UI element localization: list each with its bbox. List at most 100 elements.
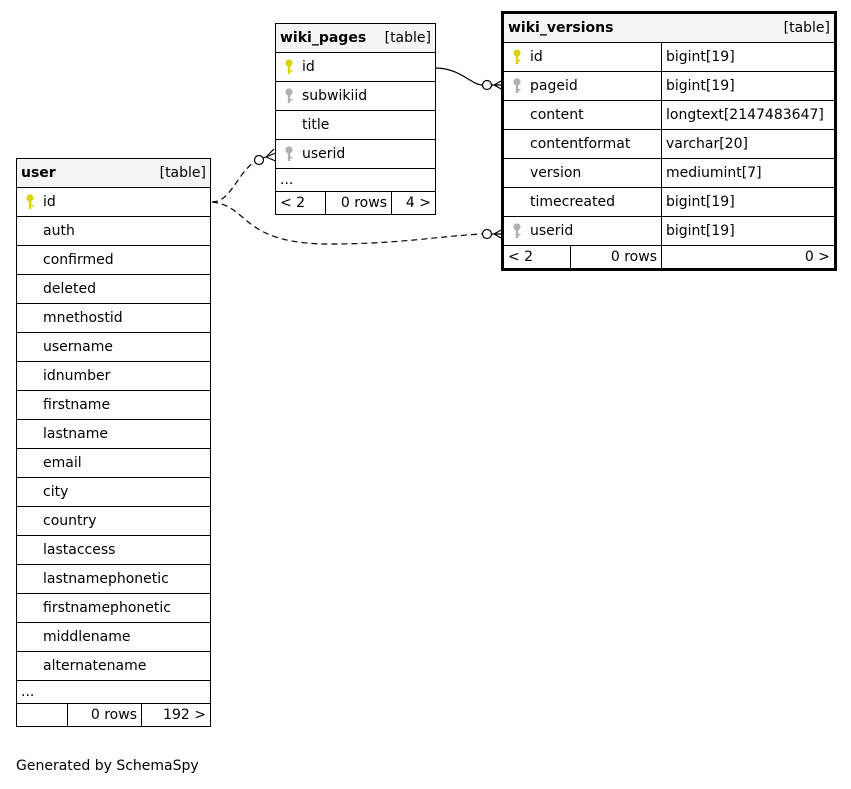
column-row-deleted[interactable]: deleted <box>16 274 211 304</box>
column-cell: content <box>502 100 662 130</box>
column-row-firstname[interactable]: firstname <box>16 390 211 420</box>
column-name: lastaccess <box>43 542 116 558</box>
column-row-auth[interactable]: auth <box>16 216 211 246</box>
column-row-subwikiid[interactable]: subwikiid <box>275 81 436 111</box>
column-name: lastname <box>43 426 108 442</box>
column-name: username <box>43 339 113 355</box>
column-row-username[interactable]: username <box>16 332 211 362</box>
column-name: version <box>530 165 582 181</box>
column-name: contentformat <box>530 136 631 152</box>
relationship-pageid-to-wiki-pages-id <box>434 67 483 86</box>
column-cell: city <box>16 477 211 507</box>
column-datatype: mediumint[7] <box>660 158 837 188</box>
column-cell: userid <box>275 139 436 169</box>
column-row-userid[interactable]: userid bigint[19] <box>502 216 837 246</box>
column-cell: lastaccess <box>16 535 211 565</box>
column-cell: timecreated <box>502 187 662 217</box>
table-header[interactable]: wiki_pages [table] <box>275 23 436 53</box>
column-row-firstnamephonetic[interactable]: firstnamephonetic <box>16 593 211 623</box>
column-cell: version <box>502 158 662 188</box>
table-name: wiki_pages <box>280 30 367 46</box>
column-cell: id <box>275 52 436 82</box>
children-count[interactable]: 0 > <box>660 245 837 270</box>
foreign-key-icon <box>280 145 298 163</box>
column-datatype: bigint[19] <box>660 216 837 246</box>
column-name: auth <box>43 223 75 239</box>
column-row-country[interactable]: country <box>16 506 211 536</box>
column-row-alternatename[interactable]: alternatename <box>16 651 211 681</box>
column-row-id[interactable]: id <box>16 187 211 217</box>
children-count[interactable]: 4 > <box>391 191 436 215</box>
row-count: 0 rows <box>67 703 142 727</box>
column-row-confirmed[interactable]: confirmed <box>16 245 211 275</box>
column-datatype: varchar[20] <box>660 129 837 159</box>
primary-key-icon <box>508 48 526 66</box>
column-row-lastnamephonetic[interactable]: lastnamephonetic <box>16 564 211 594</box>
column-cell: firstname <box>16 390 211 420</box>
column-cell: country <box>16 506 211 536</box>
column-name: firstnamephonetic <box>43 600 171 616</box>
column-cell: contentformat <box>502 129 662 159</box>
column-cell: idnumber <box>16 361 211 391</box>
column-name: timecreated <box>530 194 615 210</box>
column-cell: auth <box>16 216 211 246</box>
column-row-id[interactable]: id <box>275 52 436 82</box>
column-cell: pageid <box>502 71 662 101</box>
row-count: 0 rows <box>325 191 392 215</box>
column-row-email[interactable]: email <box>16 448 211 478</box>
more-columns-row[interactable]: ... <box>275 168 436 192</box>
column-row-idnumber[interactable]: idnumber <box>16 361 211 391</box>
column-cell: title <box>275 110 436 140</box>
column-name: alternatename <box>43 658 147 674</box>
column-datatype: longtext[2147483647] <box>660 100 837 130</box>
column-name: subwikiid <box>302 88 368 104</box>
column-cell: subwikiid <box>275 81 436 111</box>
column-name: id <box>530 49 543 65</box>
column-row-lastname[interactable]: lastname <box>16 419 211 449</box>
column-row-userid[interactable]: userid <box>275 139 436 169</box>
column-cell: firstnamephonetic <box>16 593 211 623</box>
parents-count[interactable] <box>16 703 68 727</box>
column-cell: id <box>502 42 662 72</box>
column-cell: lastnamephonetic <box>16 564 211 594</box>
column-row-lastaccess[interactable]: lastaccess <box>16 535 211 565</box>
table-header[interactable]: user [table] <box>16 158 211 188</box>
column-datatype: bigint[19] <box>660 187 837 217</box>
parents-count[interactable]: < 2 <box>502 245 571 270</box>
table-header[interactable]: wiki_versions [table] <box>501 12 837 43</box>
column-name: city <box>43 484 69 500</box>
table-wiki-pages[interactable]: wiki_pages [table] id subwikiid title useri… <box>275 23 436 215</box>
parents-count[interactable]: < 2 <box>275 191 326 215</box>
table-type: [table] <box>783 20 831 36</box>
column-row-city[interactable]: city <box>16 477 211 507</box>
column-row-mnethostid[interactable]: mnethostid <box>16 303 211 333</box>
column-name: middlename <box>43 629 131 645</box>
foreign-key-icon <box>508 222 526 240</box>
children-count[interactable]: 192 > <box>141 703 211 727</box>
column-name: userid <box>302 146 346 162</box>
column-cell: middlename <box>16 622 211 652</box>
more-columns-row[interactable]: ... <box>16 680 211 704</box>
table-footer: < 2 0 rows 4 > <box>275 191 436 215</box>
column-cell: deleted <box>16 274 211 304</box>
generated-by-note: Generated by SchemaSpy <box>16 758 199 774</box>
table-type: [table] <box>384 30 431 46</box>
relationship-wiki-versions-userid-optional-marker <box>481 228 493 240</box>
column-row-middlename[interactable]: middlename <box>16 622 211 652</box>
column-name: country <box>43 513 97 529</box>
column-row-timecreated[interactable]: timecreated bigint[19] <box>502 187 837 217</box>
column-row-version[interactable]: version mediumint[7] <box>502 158 837 188</box>
column-name: userid <box>530 223 574 239</box>
column-cell: alternatename <box>16 651 211 681</box>
table-name: wiki_versions <box>508 20 614 36</box>
column-cell: userid <box>502 216 662 246</box>
column-row-title[interactable]: title <box>275 110 436 140</box>
column-row-contentformat[interactable]: contentformat varchar[20] <box>502 129 837 159</box>
column-name: mnethostid <box>43 310 123 326</box>
